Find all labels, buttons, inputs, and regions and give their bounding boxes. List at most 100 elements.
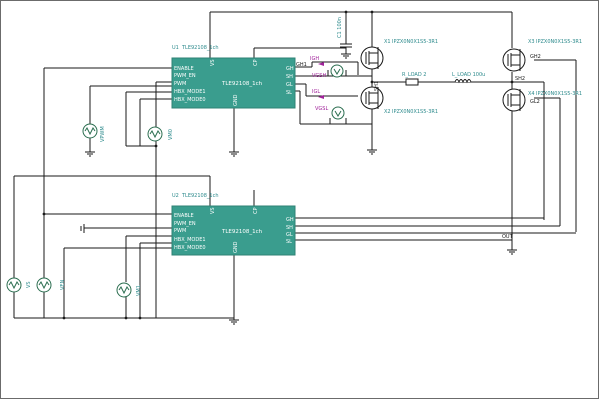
vm1-label: VM1 bbox=[136, 285, 142, 296]
vpwm-label: VPWM bbox=[100, 126, 106, 142]
x4-ref: X4 bbox=[528, 91, 535, 97]
load-resistor[interactable]: R_LOAD 2 bbox=[402, 72, 426, 86]
u2-ref: U2 bbox=[172, 193, 179, 199]
ground-symbols bbox=[80, 149, 517, 325]
u2-pin-gh: GH bbox=[286, 217, 294, 223]
x3-ref: X3 bbox=[528, 39, 535, 45]
u2-pin-hbx-mode1: HBX_MODE1 bbox=[174, 237, 206, 243]
mosfet-x3[interactable]: X3 IPZX0N0X1S5-3R1 bbox=[502, 39, 582, 72]
igl-label: IGL bbox=[312, 89, 320, 95]
mosfet-x4[interactable]: X4 IPZX0N0X1S5-3R1 bbox=[502, 88, 582, 112]
igh-label: IGH bbox=[310, 56, 319, 62]
ground-icon bbox=[85, 151, 95, 157]
x4-part: IPZX0N0X1S5-3R1 bbox=[536, 91, 582, 97]
net-out: OUT bbox=[502, 234, 514, 240]
igh-arrow-icon bbox=[318, 62, 324, 66]
u1-body bbox=[171, 57, 296, 109]
u1-pin-pwm: PWM bbox=[174, 81, 186, 87]
probe-igl[interactable]: IGL bbox=[312, 89, 324, 99]
net-sh2: SH2 bbox=[515, 76, 525, 82]
u2-pin-pwm: PWM bbox=[174, 228, 186, 234]
probe-igh[interactable]: IGH bbox=[310, 56, 324, 66]
x3-part: IPZX0N0X1S5-3R1 bbox=[536, 39, 582, 45]
vm0-label: VM0 bbox=[168, 129, 174, 140]
vs-label: VS bbox=[26, 281, 32, 288]
x1-part: IPZX0N0X1S5-3R1 bbox=[392, 39, 438, 45]
net-gh2: GH2 bbox=[530, 54, 541, 60]
c1-label: C1 100n bbox=[337, 17, 343, 38]
x2-part: IPZX0N0X1S5-3R1 bbox=[392, 109, 438, 115]
x1-ref: X1 bbox=[384, 39, 391, 45]
u2-pin-pwm-en: PWM_EN bbox=[174, 221, 196, 227]
driver-ic-u1[interactable]: U1 TLE92108_1ch ENABLE PWM_EN PWM HBX_MO… bbox=[171, 45, 296, 109]
igl-arrow-icon bbox=[318, 95, 324, 99]
vgsh-label: VGSH bbox=[312, 73, 326, 79]
wires bbox=[13, 11, 577, 319]
x4-body bbox=[502, 88, 526, 112]
x2-ref: X2 bbox=[384, 109, 391, 115]
source-vm0[interactable]: VM0 bbox=[147, 126, 174, 142]
u2-part: TLE92108_1ch bbox=[181, 193, 219, 199]
vgsl-meter-icon bbox=[331, 106, 345, 120]
x3-body bbox=[502, 48, 526, 72]
mosfet-x1[interactable]: X1 IPZX0N0X1S5-3R1 bbox=[360, 39, 438, 70]
ground-icon bbox=[367, 149, 377, 155]
ground-icon bbox=[229, 319, 239, 325]
ground-icon bbox=[507, 249, 517, 255]
u1-ref: U1 bbox=[172, 45, 179, 51]
net-sh1: SH1 bbox=[374, 81, 380, 91]
net-gh1: GH1 bbox=[296, 62, 307, 68]
ven-label: VEN bbox=[60, 279, 66, 290]
u2-body bbox=[171, 205, 296, 256]
vgsh-meter-icon bbox=[330, 64, 344, 78]
u1-pin-sh: SH bbox=[286, 74, 293, 80]
u2-pin-cp: CP bbox=[253, 207, 259, 214]
u2-pin-enable: ENABLE bbox=[174, 213, 194, 219]
ground-icon bbox=[229, 151, 239, 157]
net-gl2: GL2 bbox=[530, 99, 540, 105]
u1-pin-cp: CP bbox=[253, 59, 259, 66]
source-vm1[interactable]: VM1 bbox=[116, 282, 142, 298]
u1-pin-gh: GH bbox=[286, 66, 294, 72]
probe-vgsh[interactable]: VGSH bbox=[312, 64, 344, 79]
u2-pin-sl: SL bbox=[286, 239, 292, 245]
u1-pin-enable: ENABLE bbox=[174, 66, 194, 72]
vs-source-icon bbox=[6, 277, 22, 293]
source-vpwm[interactable]: VPWM bbox=[82, 123, 106, 142]
u1-center-label: TLE92108_1ch bbox=[221, 81, 263, 87]
u1-pin-vs: VS bbox=[210, 59, 216, 66]
net-labels: GH1 SH1 GH2 GL2 SH2 OUT bbox=[296, 54, 541, 240]
u1-pin-gnd: GND bbox=[233, 94, 239, 106]
source-vs[interactable]: VS bbox=[6, 277, 32, 293]
probe-vgsl[interactable]: VGSL bbox=[315, 106, 345, 120]
resistor-label: R_LOAD 2 bbox=[402, 72, 426, 78]
ven-source-icon bbox=[36, 277, 52, 293]
vgsl-label: VGSL bbox=[315, 106, 328, 112]
u1-pin-pwm-en: PWM_EN bbox=[174, 73, 196, 79]
capacitor-c1[interactable]: C1 100n bbox=[337, 17, 352, 59]
mosfet-x2[interactable]: X2 IPZX0N0X1S5-3R1 bbox=[360, 86, 438, 115]
u2-center-label: TLE92108_1ch bbox=[221, 229, 263, 235]
u1-pin-hbx-mode0: HBX_MODE0 bbox=[174, 97, 206, 103]
junction-dots bbox=[42, 10, 514, 320]
u2-pin-sh: SH bbox=[286, 225, 293, 231]
vm1-source-icon bbox=[116, 282, 132, 298]
u1-pin-sl: SL bbox=[286, 90, 292, 96]
u2-pin-gnd: GND bbox=[233, 241, 239, 253]
load-inductor[interactable]: L_LOAD 100u bbox=[452, 72, 485, 84]
driver-ic-u2[interactable]: U2 TLE92108_1ch ENABLE PWM_EN PWM HBX_MO… bbox=[171, 193, 296, 256]
u1-pin-hbx-mode1: HBX_MODE1 bbox=[174, 89, 206, 95]
vpwm-source-icon bbox=[82, 123, 98, 139]
u2-pin-gl: GL bbox=[286, 232, 293, 238]
u1-pin-gl: GL bbox=[286, 82, 293, 88]
source-ven[interactable]: VEN bbox=[36, 277, 66, 293]
vm0-source-icon bbox=[147, 126, 163, 142]
u2-pin-hbx-mode0: HBX_MODE0 bbox=[174, 245, 206, 251]
u2-pin-vs: VS bbox=[210, 207, 216, 214]
x1-body bbox=[360, 46, 384, 70]
inductor-label: L_LOAD 100u bbox=[452, 72, 485, 78]
resistor-body bbox=[405, 78, 419, 86]
inductor-coil bbox=[454, 79, 472, 84]
